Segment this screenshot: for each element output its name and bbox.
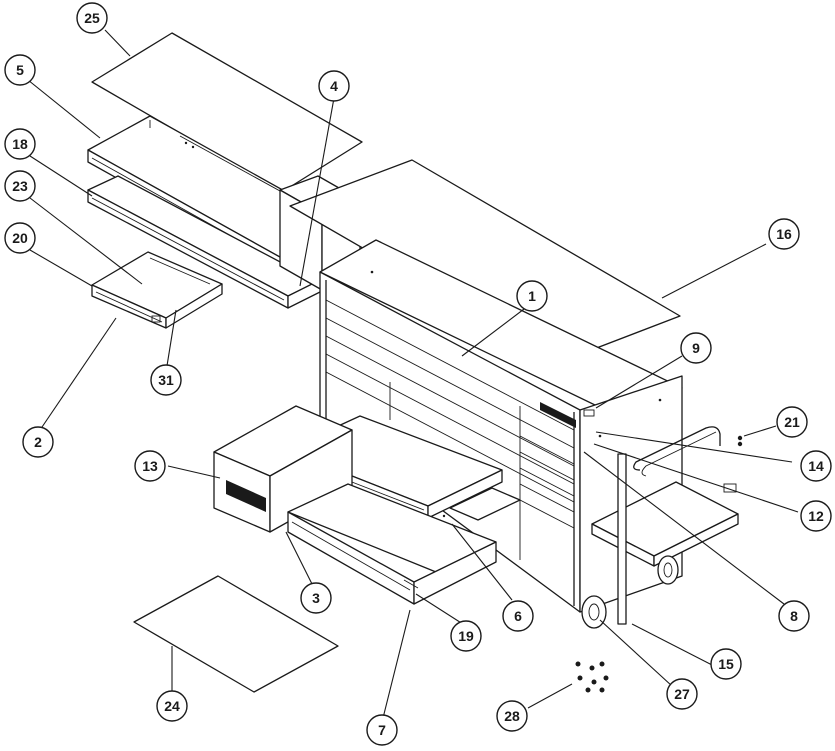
callout-5: 5 (4, 54, 36, 86)
callout-12-label: 12 (808, 508, 824, 524)
callout-8-label: 8 (790, 608, 798, 624)
callout-18-label: 18 (12, 136, 28, 152)
callout-7-label: 7 (378, 722, 386, 738)
callout-31-label: 31 (158, 372, 174, 388)
callout-9: 9 (680, 332, 712, 364)
side-handle (633, 426, 721, 471)
drawer-20 (91, 251, 223, 329)
callout-18: 18 (4, 128, 36, 160)
callout-21-label: 21 (784, 414, 800, 430)
callout-6-label: 6 (514, 608, 522, 624)
brand-logo-plate (226, 480, 266, 512)
callout-4-label: 4 (330, 78, 338, 94)
callout-19-label: 19 (458, 628, 474, 644)
callout-13-label: 13 (142, 458, 158, 474)
callout-21: 21 (776, 406, 808, 438)
callout-15-label: 15 (718, 656, 734, 672)
callout-19: 19 (450, 620, 482, 652)
callout-20: 20 (4, 222, 36, 254)
hardware-28 (575, 661, 609, 693)
drawer-18 (87, 175, 341, 309)
cabinet-body (319, 239, 683, 613)
drawer-7 (287, 483, 497, 605)
callout-7: 7 (366, 714, 398, 746)
callout-4: 4 (318, 70, 350, 102)
callout-27-label: 27 (674, 686, 690, 702)
side-shelf (591, 481, 739, 567)
callout-3-label: 3 (312, 590, 320, 606)
callout-13: 13 (134, 450, 166, 482)
callout-14: 14 (800, 450, 832, 482)
callout-15: 15 (710, 648, 742, 680)
drawer-3 (213, 405, 353, 533)
callout-24: 24 (156, 690, 188, 722)
callout-23-label: 23 (12, 178, 28, 194)
callout-1-label: 1 (528, 288, 536, 304)
callout-14-label: 14 (808, 458, 824, 474)
callout-28: 28 (496, 700, 528, 732)
callout-16: 16 (768, 218, 800, 250)
callout-25: 25 (76, 2, 108, 34)
drawer-liner-24 (133, 575, 339, 693)
callout-5-label: 5 (16, 62, 24, 78)
callout-28-label: 28 (504, 708, 520, 724)
callout-2-label: 2 (34, 434, 42, 450)
callout-25-label: 25 (84, 10, 100, 26)
callout-2: 2 (22, 426, 54, 458)
callout-1: 1 (516, 280, 548, 312)
screw-21 (737, 435, 743, 447)
callout-8: 8 (778, 600, 810, 632)
callout-27: 27 (666, 678, 698, 710)
callout-23: 23 (4, 170, 36, 202)
callout-20-label: 20 (12, 230, 28, 246)
post-15 (617, 453, 627, 625)
leader-lines (27, 29, 799, 723)
callout-9-label: 9 (692, 340, 700, 356)
callout-31: 31 (150, 364, 182, 396)
callout-6: 6 (502, 600, 534, 632)
callout-16-label: 16 (776, 226, 792, 242)
callout-12: 12 (800, 500, 832, 532)
callout-24-label: 24 (164, 698, 180, 714)
callout-3: 3 (300, 582, 332, 614)
